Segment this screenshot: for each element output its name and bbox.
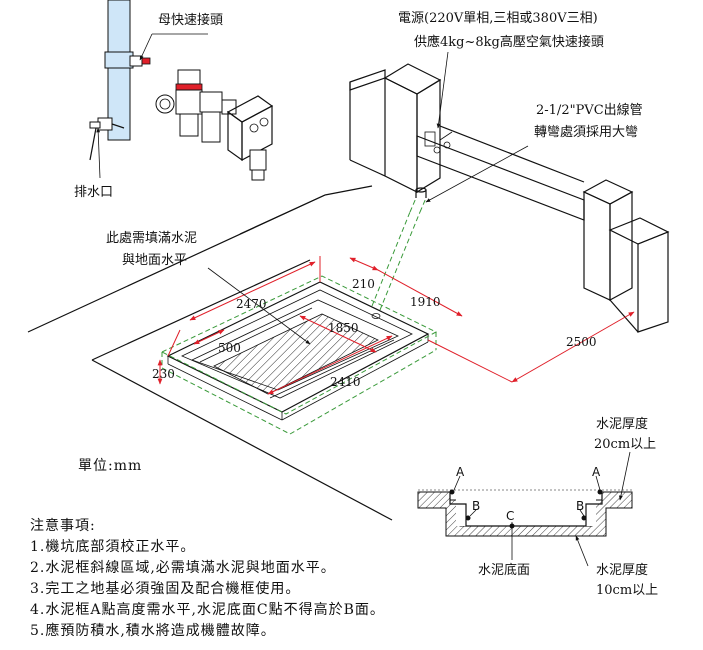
leader-lines — [96, 33, 529, 345]
note-item: 1.機坑底部須校正水平。 — [30, 539, 196, 555]
unit-label: 單位:mm — [78, 458, 143, 474]
dim-230: 230 — [152, 367, 175, 381]
pvc-label-line2: 轉彎處須採用大彎 — [534, 125, 638, 140]
dim-1850: 1850 — [328, 321, 359, 335]
note-item: 3.完工之地基必須強固及配合機框使用。 — [30, 581, 301, 597]
fill-label-line1: 此處需填滿水泥 — [106, 230, 197, 246]
dim-2470: 2470 — [236, 297, 267, 311]
note-item: 4.水泥框A點高度需水平,水泥底面C點不得高於B面。 — [30, 602, 385, 618]
top-thickness-line2: 20cm以上 — [594, 437, 656, 452]
female-connector-label: 母快速接頭 — [158, 12, 223, 28]
power-label-line1: 電源(220V單相,三相或380V三相) — [398, 11, 598, 26]
dimension-lines — [157, 256, 635, 395]
dim-2500: 2500 — [566, 335, 597, 349]
dim-2410: 2410 — [330, 375, 361, 389]
air-equipment — [89, 0, 274, 181]
fill-label-line2: 與地面水平 — [122, 253, 187, 268]
section-bottom-label: 水泥底面 — [478, 562, 530, 578]
note-item: 2.水泥框斜線區域,必需填滿水泥與地面水平。 — [30, 560, 336, 576]
notes-title: 注意事項: — [30, 518, 96, 534]
power-label-line2: 供應4kg~8kg高壓空氣快速接頭 — [414, 34, 604, 50]
point-a-right: A — [592, 465, 601, 479]
bottom-thickness-line2: 10cm以上 — [596, 583, 658, 598]
point-b-left: B — [472, 499, 480, 513]
pvc-label-line1: 2-1/2"PVC出線管 — [536, 102, 643, 118]
notes-block: 注意事項: 1.機坑底部須校正水平。 2.水泥框斜線區域,必需填滿水泥與地面水平… — [30, 516, 385, 642]
pit-drawing — [160, 197, 438, 435]
cross-section — [417, 451, 634, 567]
point-a-left: A — [456, 465, 465, 479]
bottom-thickness-line1: 水泥厚度 — [596, 562, 648, 578]
point-c: C — [506, 509, 514, 523]
dim-210: 210 — [352, 277, 375, 291]
drain-label: 排水口 — [74, 185, 113, 200]
machine-frame — [349, 63, 670, 333]
top-thickness-line1: 水泥厚度 — [596, 416, 648, 432]
note-item: 5.應預防積水,積水將造成機體故障。 — [30, 623, 276, 639]
dim-1910: 1910 — [410, 295, 441, 309]
point-b-right: B — [576, 499, 584, 513]
dim-500: 500 — [218, 341, 241, 355]
